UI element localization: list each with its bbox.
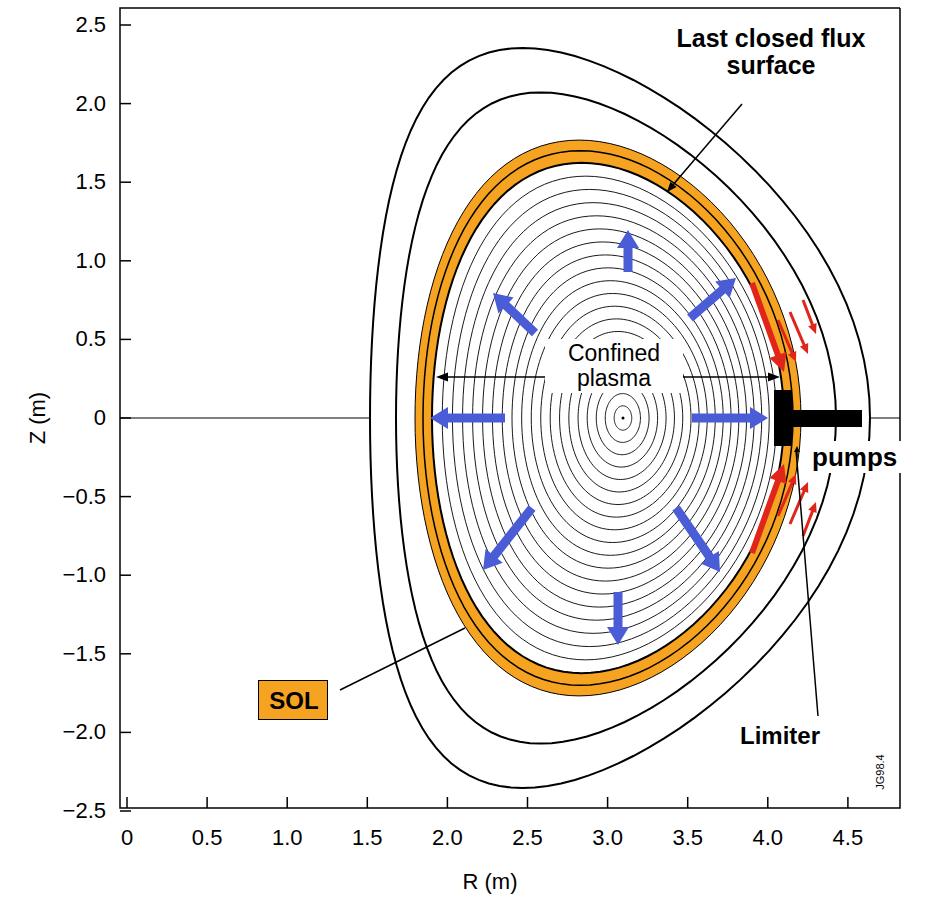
y-tick-label: −2.5 (63, 799, 106, 823)
flux-contour (614, 406, 632, 430)
axis-title: R (m) (463, 870, 518, 894)
y-tick (120, 181, 131, 183)
outflow-arrow (483, 505, 536, 570)
x-tick (286, 797, 288, 808)
x-tick-label: 1.0 (272, 826, 303, 850)
outflow-arrow (617, 230, 639, 272)
vessel-wall (370, 48, 870, 788)
y-tick (120, 260, 131, 262)
part-label: pumps (808, 441, 901, 474)
y-tick (120, 496, 131, 498)
flux-contour (541, 306, 699, 530)
x-tick-label: 2.0 (432, 826, 463, 850)
x-tick (607, 797, 609, 808)
x-tick (687, 797, 689, 808)
part-label: Limiter (736, 721, 824, 751)
outflow-arrow (687, 278, 736, 321)
sol-line (423, 151, 793, 686)
x-tick-label: 4.5 (833, 826, 864, 850)
outflow-arrow (692, 407, 768, 429)
sol-flow-arrow (789, 482, 809, 525)
sol-flow-arrow (789, 311, 809, 354)
x-tick-label: 2.5 (512, 826, 543, 850)
y-tick-label: 2.5 (75, 13, 106, 37)
y-tick-label: −1.5 (63, 642, 106, 666)
sol-flow-arrow (777, 474, 797, 517)
sol-flow-arrow (777, 319, 797, 362)
y-tick-label: −1.0 (63, 563, 106, 587)
y-tick (120, 810, 131, 812)
axis-title: Z (m) (26, 392, 50, 445)
leader-lines (340, 104, 818, 716)
x-tick (126, 797, 128, 808)
x-tick-label: 4.0 (753, 826, 784, 850)
outflow-arrow (493, 293, 538, 336)
y-tick-label: −2.0 (63, 720, 106, 744)
sol-outer (415, 140, 801, 696)
x-tick (206, 797, 208, 808)
x-tick-label: 1.5 (352, 826, 383, 850)
region-label: SOL (269, 687, 316, 715)
x-tick (447, 797, 449, 808)
x-tick (847, 797, 849, 808)
x-tick-label: 0 (121, 826, 133, 850)
magnetic-axis (622, 417, 625, 420)
y-tick (120, 103, 131, 105)
flux-contour (522, 281, 716, 556)
y-tick-label: 0.5 (75, 327, 106, 351)
sol-flow-arrow (802, 502, 817, 537)
sol-band (415, 140, 801, 696)
y-tick-label: 0 (94, 406, 106, 430)
blue-arrows (430, 230, 768, 645)
outflow-arrow (430, 407, 505, 429)
red-arrows (749, 282, 816, 554)
plasma-width-arrow (436, 373, 560, 382)
y-tick (120, 732, 131, 734)
sol-flow-arrow (802, 299, 817, 334)
x-tick-label: 3.5 (672, 826, 703, 850)
outer-wall (370, 48, 870, 788)
x-tick-label: 0.5 (192, 826, 223, 850)
x-tick (367, 797, 369, 808)
callout-label: Last closed flux surface (667, 23, 875, 82)
plot-border (120, 8, 900, 808)
x-tick (527, 797, 529, 808)
pump-duct (790, 410, 862, 427)
lcfs-leader-head (667, 165, 690, 192)
inner-wall (396, 92, 836, 743)
flux-contour (605, 394, 640, 443)
x-tick-label: 3.0 (592, 826, 623, 850)
y-tick (120, 24, 131, 26)
x-tick (767, 797, 769, 808)
limiter-block (774, 390, 792, 446)
y-tick-label: −0.5 (63, 485, 106, 509)
limiter-leader (796, 450, 818, 716)
axes-frame (120, 8, 900, 811)
y-tick-label: 2.0 (75, 92, 106, 116)
flux-contour (531, 293, 707, 542)
y-tick (120, 574, 131, 576)
outflow-arrow (607, 592, 629, 645)
watermark: JG98.4 (874, 754, 886, 789)
sol-leader (340, 628, 465, 690)
outflow-arrow (672, 505, 720, 572)
y-tick (120, 653, 131, 655)
region-label: Confined plasma (545, 339, 683, 394)
sol-tag: SOL (258, 680, 327, 720)
y-tick-label: 1.0 (75, 249, 106, 273)
y-tick (120, 339, 131, 341)
y-tick-label: 1.5 (75, 170, 106, 194)
